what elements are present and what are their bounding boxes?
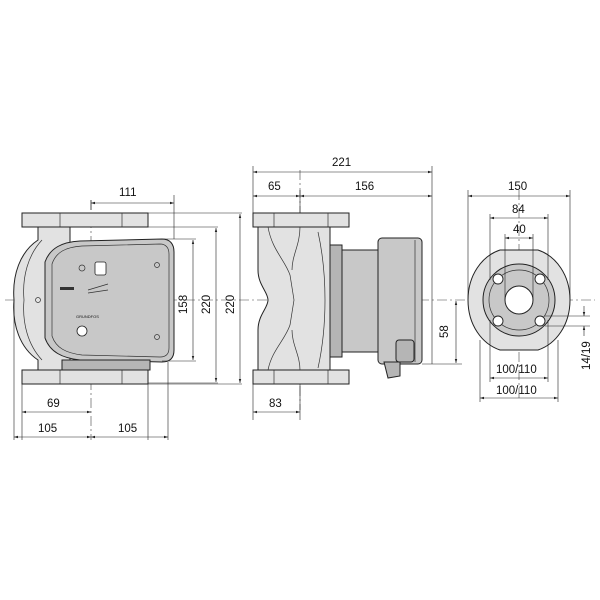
front-top-flange bbox=[21, 212, 149, 228]
side-view: 221 65 156 58 83 bbox=[252, 157, 462, 420]
front-control-box-inner bbox=[51, 243, 170, 358]
dim-label-156: 156 bbox=[355, 181, 374, 193]
side-volute-curve bbox=[317, 231, 326, 369]
dim-label-83: 83 bbox=[269, 398, 282, 410]
dim-label-220-outer: 220 bbox=[225, 295, 237, 314]
side-bottom-flange bbox=[252, 369, 350, 385]
dim-label-158: 158 bbox=[178, 295, 190, 314]
dim-label-221: 221 bbox=[332, 157, 351, 169]
front-housing-inner-curve bbox=[23, 239, 43, 361]
front-indicator-bars bbox=[60, 287, 74, 290]
front-view: GRUNDFOS 111 158 220 220 69 105 105 bbox=[13, 187, 242, 440]
dim-label-14-19: 14/19 bbox=[581, 341, 593, 370]
dim-label-40: 40 bbox=[513, 224, 526, 236]
side-volute-curve bbox=[291, 226, 301, 271]
side-volute-curve bbox=[267, 226, 295, 371]
front-cable-gland bbox=[35, 297, 41, 303]
dim-label-111: 111 bbox=[119, 187, 136, 199]
flange-bolt-hole bbox=[534, 315, 546, 327]
dim-label-65: 65 bbox=[268, 181, 281, 193]
front-curve-symbol bbox=[87, 289, 109, 294]
side-cable-plug bbox=[383, 361, 401, 379]
front-bottom-terminal bbox=[61, 359, 151, 371]
dim-label-220-mid: 220 bbox=[201, 295, 213, 314]
flange-bore bbox=[504, 285, 534, 315]
side-volute-curve bbox=[291, 329, 301, 371]
front-curve-symbol bbox=[87, 283, 109, 291]
flange-view: 150 84 40 100/110 100/110 14/19 bbox=[467, 181, 593, 402]
dim-label-105-right: 105 bbox=[118, 423, 137, 435]
side-top-flange bbox=[252, 212, 350, 228]
flange-bolt-hole bbox=[492, 315, 504, 327]
front-top-button bbox=[78, 264, 86, 272]
front-bottom-flange bbox=[21, 369, 149, 385]
flange-bolt-hole bbox=[534, 273, 546, 285]
front-control-box bbox=[44, 238, 175, 363]
front-logo-text: GRUNDFOS bbox=[76, 314, 99, 319]
dim-label-100-110-upper: 100/110 bbox=[496, 364, 537, 376]
dim-label-84: 84 bbox=[512, 204, 525, 216]
flange-bolt-circle bbox=[488, 269, 550, 331]
dim-label-58: 58 bbox=[439, 325, 451, 338]
front-selector-button bbox=[76, 325, 88, 337]
side-terminal-box bbox=[395, 339, 415, 363]
front-display bbox=[94, 261, 107, 276]
side-motor-collar bbox=[329, 244, 343, 358]
dim-label-105-left: 105 bbox=[38, 423, 57, 435]
dim-label-150: 150 bbox=[508, 181, 527, 193]
front-screw bbox=[154, 262, 160, 268]
front-screw bbox=[154, 334, 160, 340]
side-motor-ring bbox=[341, 249, 383, 353]
dim-label-69: 69 bbox=[47, 398, 60, 410]
dim-label-100-110-lower: 100/110 bbox=[496, 385, 537, 397]
flange-bolt-hole bbox=[492, 273, 504, 285]
